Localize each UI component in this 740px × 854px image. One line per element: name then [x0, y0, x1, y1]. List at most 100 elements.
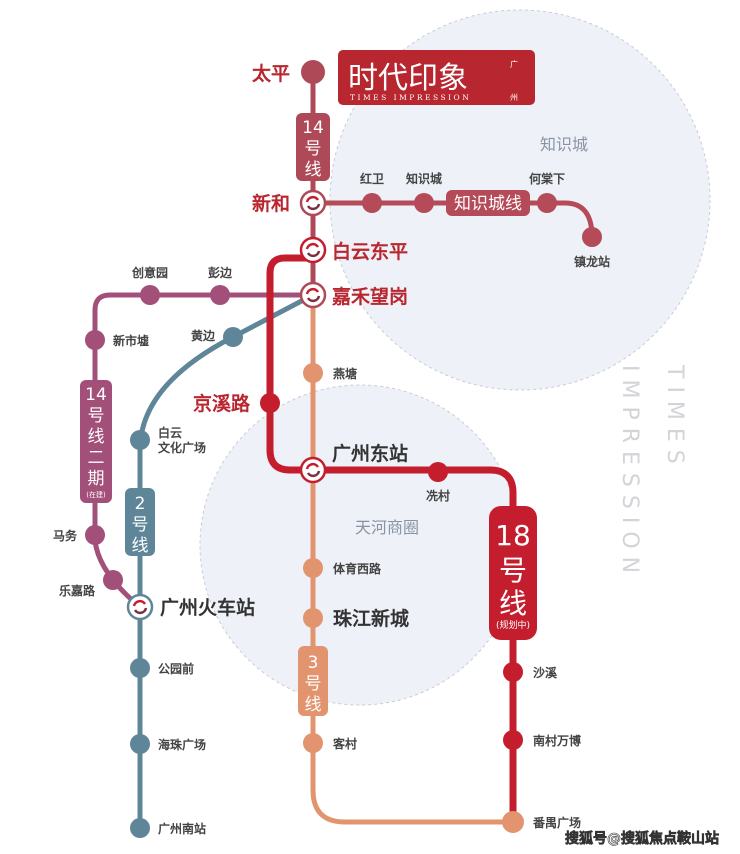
svg-text:广: 广 — [510, 59, 518, 69]
transfer-arrow-icon — [305, 242, 320, 250]
station-kecun[interactable]: 客村 — [303, 733, 357, 753]
station-dot — [414, 193, 434, 213]
station-label: 黄边 — [191, 328, 216, 343]
watermark-times: TIMES — [662, 364, 687, 472]
station-guangzhoudong[interactable]: 广州东站 — [299, 442, 408, 484]
station-label: 新和 — [252, 192, 290, 215]
station-label: 彭边 — [208, 265, 233, 280]
area-label-tianhe: 天河商圈 — [355, 518, 419, 537]
svg-text:州: 州 — [510, 93, 518, 102]
svg-text:18: 18 — [495, 519, 531, 552]
station-label: 文化广场 — [158, 440, 206, 455]
station-yantang[interactable]: 燕塘 — [303, 363, 357, 383]
transfer-arrow-icon — [133, 607, 148, 615]
station-dot — [428, 462, 448, 482]
station-label: 嘉禾望岗 — [331, 285, 408, 308]
station-xiancun[interactable]: 冼村 — [426, 462, 450, 503]
area-label-zhishicheng: 知识城 — [540, 135, 588, 154]
svg-text:号: 号 — [305, 674, 322, 694]
station-guangzhouhuoche[interactable]: 广州火车站 — [126, 593, 255, 621]
transfer-arrow-icon — [306, 250, 321, 258]
transfer-arrow-icon — [305, 195, 320, 203]
line-14-phase2-label: 14 号 线 二 期 (在建) — [80, 380, 112, 503]
svg-text:号: 号 — [499, 554, 527, 587]
station-label: 太平 — [252, 62, 290, 85]
station-label: 何棠下 — [529, 171, 565, 186]
station-label: 广州东站 — [332, 442, 408, 465]
station-dot — [130, 658, 150, 678]
watermark-impression: IMPRESSION — [617, 365, 642, 581]
svg-text:3: 3 — [308, 653, 319, 673]
station-chuangyiyuan[interactable]: 创意园 — [131, 265, 168, 305]
station-dot — [503, 730, 523, 750]
station-label: 客村 — [332, 736, 357, 751]
transfer-icon — [299, 236, 327, 264]
station-label: 体育西路 — [333, 561, 382, 576]
svg-text:2: 2 — [135, 494, 146, 514]
station-panyuguangchang[interactable]: 番禺广场 — [502, 811, 581, 833]
station-dot — [130, 734, 150, 754]
station-jingxilu[interactable]: 京溪路 — [193, 392, 280, 415]
svg-text:TIMES IMPRESSION: TIMES IMPRESSION — [350, 93, 471, 102]
svg-text:线: 线 — [132, 536, 149, 556]
station-xinshixu[interactable]: 新市墟 — [85, 330, 149, 350]
station-dot — [303, 363, 323, 383]
transfer-arrow-icon — [306, 203, 321, 211]
station-label: 创意园 — [131, 265, 168, 280]
station-taiping[interactable]: 太平 — [252, 60, 325, 85]
station-dot — [301, 60, 325, 84]
svg-text:号: 号 — [305, 139, 322, 159]
svg-text:线: 线 — [305, 160, 322, 180]
station-label: 公园前 — [158, 661, 194, 676]
station-label: 沙溪 — [533, 665, 558, 680]
svg-text:(规划中): (规划中) — [496, 619, 530, 631]
station-tiyuxilu[interactable]: 体育西路 — [303, 558, 382, 578]
station-label: 知识城 — [405, 171, 442, 186]
station-label: 白云东平 — [332, 240, 408, 263]
station-dot — [260, 393, 280, 413]
transfer-icon — [299, 456, 327, 484]
station-xinhe[interactable]: 新和 — [252, 189, 327, 217]
times-impression-watermark: TIMES IMPRESSION — [617, 364, 687, 581]
station-label: 马务 — [53, 528, 78, 543]
station-zhenlong[interactable]: 镇龙站 — [574, 227, 610, 269]
station-guangzhounan[interactable]: 广州南站 — [130, 818, 206, 838]
station-shaxi[interactable]: 沙溪 — [503, 662, 558, 682]
transfer-icon — [299, 189, 327, 217]
tianhe-area-circle — [199, 384, 521, 706]
station-baiyundongping[interactable]: 白云东平 — [299, 236, 408, 264]
transfer-arrow-icon — [306, 295, 321, 303]
transfer-arrow-icon — [132, 599, 147, 607]
station-dot — [85, 525, 105, 545]
transfer-icon — [299, 281, 327, 309]
station-zhishicheng[interactable]: 知识城 — [405, 171, 442, 213]
station-nancunwanbo[interactable]: 南村万博 — [503, 730, 581, 750]
station-dot — [303, 733, 323, 753]
station-hetangxia[interactable]: 何棠下 — [529, 171, 565, 213]
line-18-label: 18 号 线 (规划中) — [489, 506, 537, 640]
station-haizhuguangchang[interactable]: 海珠广场 — [130, 734, 206, 754]
station-pengbian[interactable]: 彭边 — [208, 265, 233, 305]
station-mawu[interactable]: 马务 — [53, 525, 105, 545]
station-lejialu[interactable]: 乐嘉路 — [59, 570, 123, 598]
station-dot — [502, 811, 524, 833]
station-label: 镇龙站 — [574, 254, 610, 269]
transfer-arrow-icon — [306, 470, 321, 478]
station-label: 海珠广场 — [158, 737, 206, 752]
times-impression-logo: 时代印象 TIMES IMPRESSION 广 州 — [338, 50, 535, 105]
line-3-track — [310, 292, 516, 825]
svg-text:14: 14 — [302, 118, 324, 138]
station-label: 番禺广场 — [532, 815, 581, 830]
station-dot — [362, 193, 382, 213]
station-label: 白云 — [158, 425, 182, 440]
station-gongyuanqian[interactable]: 公园前 — [130, 658, 194, 678]
station-hongwei[interactable]: 红卫 — [360, 171, 384, 213]
station-label: 乐嘉路 — [59, 583, 96, 598]
station-huangbian[interactable]: 黄边 — [191, 327, 243, 347]
line-3-label: 3 号 线 — [298, 646, 328, 716]
svg-text:(在建): (在建) — [86, 490, 106, 499]
station-zhujiangxincheng[interactable]: 珠江新城 — [303, 607, 409, 630]
station-jiahewanggang[interactable]: 嘉禾望岗 — [299, 281, 408, 309]
